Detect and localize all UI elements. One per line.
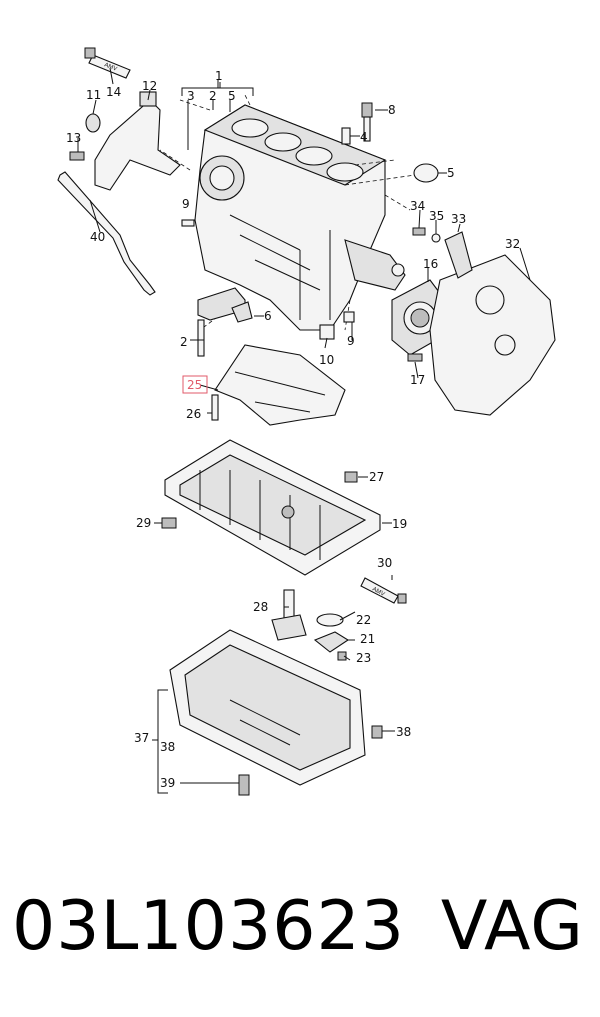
gasket-32 (429, 254, 556, 416)
plug-5 (413, 163, 439, 183)
callout-30: 30 (377, 556, 392, 570)
callout-3: 3 (187, 89, 195, 103)
callout-39: 39 (160, 776, 175, 790)
callout-33: 33 (451, 212, 466, 226)
bolt-23 (337, 651, 347, 661)
callout-10: 10 (319, 353, 334, 367)
bolt-26 (211, 394, 219, 421)
callout-26: 26 (186, 407, 201, 421)
bolt-17 (407, 353, 423, 362)
seal-11 (85, 113, 101, 133)
callout-14: 14 (106, 85, 121, 99)
sealant-tube-14: AMV (84, 47, 131, 79)
callout-32: 32 (505, 237, 520, 251)
callout-21: 21 (360, 632, 375, 646)
baffle-plate-25 (214, 344, 346, 426)
o-ring-22 (316, 613, 344, 627)
tube-label: AMV (103, 62, 117, 72)
callout-25-highlight-box (182, 375, 208, 394)
bolt-13 (69, 151, 85, 161)
dipstick-tube-40 (57, 171, 156, 296)
callout-5b: 5 (447, 166, 455, 180)
oil-jet-6 (231, 301, 253, 323)
callout-4: 4 (360, 130, 368, 144)
bolt-8 (361, 102, 373, 142)
part-number: 03L103623 (12, 887, 405, 966)
callout-1: 1 (215, 69, 223, 83)
brand-label: VAG (440, 887, 584, 966)
callout-2b: 2 (180, 335, 188, 349)
tube-label-2: AMV (371, 586, 385, 597)
callout-23: 23 (356, 651, 371, 665)
pin-9-lower (343, 311, 355, 323)
callout-29: 29 (136, 516, 151, 530)
sender-33 (444, 231, 473, 279)
callout-38a: 38 (160, 740, 175, 754)
callout-40: 40 (90, 230, 105, 244)
callout-12: 12 (142, 79, 157, 93)
callout-37: 37 (134, 731, 149, 745)
callout-9a: 9 (182, 197, 190, 211)
upper-oil-pan-19 (164, 439, 381, 576)
bolt-39 (238, 774, 250, 796)
pin-9-upper (181, 219, 195, 227)
callout-38b: 38 (396, 725, 411, 739)
callout-2a: 2 (209, 89, 217, 103)
callout-8: 8 (388, 103, 396, 117)
washer-35 (431, 233, 441, 243)
bracket-12 (94, 91, 181, 191)
callout-35: 35 (429, 209, 444, 223)
callout-6: 6 (264, 309, 272, 323)
callout-16: 16 (423, 257, 438, 271)
callout-11: 11 (86, 88, 101, 102)
lower-oil-pan-37 (169, 629, 366, 786)
bolt-2 (197, 319, 205, 357)
callout-5a: 5 (228, 89, 236, 103)
callout-34: 34 (410, 199, 425, 213)
bolt-29 (161, 517, 177, 529)
callout-13: 13 (66, 131, 81, 145)
sealant-tube-30: AMV (360, 577, 407, 604)
dowel-10 (319, 324, 335, 340)
flange-21 (313, 631, 350, 653)
callout-17: 17 (410, 373, 425, 387)
dowel-4 (341, 127, 351, 145)
engine-block (194, 104, 406, 331)
bolt-34 (412, 227, 426, 236)
oil-strainer-28 (271, 589, 307, 641)
callout-25: 25 (187, 378, 202, 392)
callout-28: 28 (253, 600, 268, 614)
callout-22: 22 (356, 613, 371, 627)
bolt-27 (344, 471, 358, 483)
exploded-parts-diagram: AMV AMV (57, 47, 556, 796)
drain-plug-38 (371, 725, 383, 739)
callout-19: 19 (392, 517, 407, 531)
callout-9b: 9 (347, 334, 355, 348)
callout-27: 27 (369, 470, 384, 484)
